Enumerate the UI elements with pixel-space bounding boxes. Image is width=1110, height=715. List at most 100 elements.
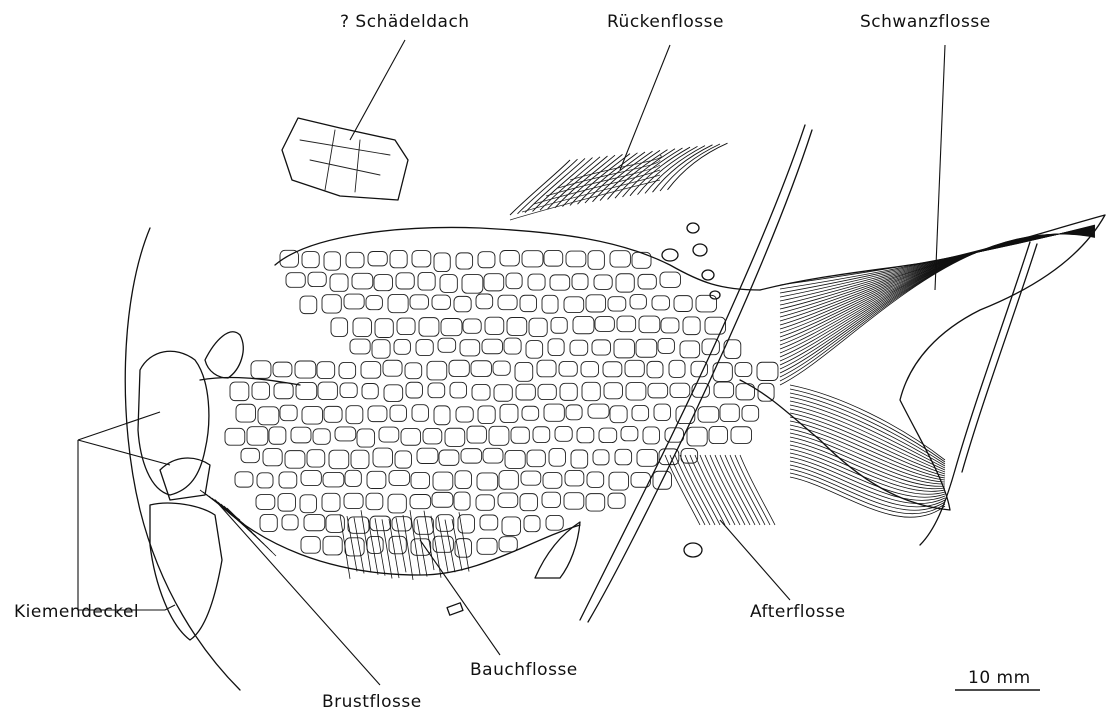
- body-scale: [428, 383, 445, 398]
- body-scale: [396, 273, 414, 289]
- body-scale: [247, 427, 268, 445]
- body-scale: [390, 250, 407, 267]
- body-scale: [610, 251, 630, 267]
- body-scale: [480, 515, 498, 530]
- body-scale: [436, 515, 454, 532]
- body-scale: [345, 538, 364, 556]
- body-scale: [564, 297, 584, 313]
- body-scale: [537, 360, 556, 377]
- body-scale: [348, 517, 369, 533]
- body-scale: [440, 275, 457, 293]
- body-scale: [522, 251, 543, 267]
- body-scale: [235, 472, 253, 487]
- body-scale: [630, 295, 646, 309]
- body-scale: [335, 427, 356, 441]
- body-scale: [263, 449, 282, 466]
- body-scale: [551, 317, 567, 333]
- body-scale: [592, 340, 610, 355]
- body-scale: [285, 451, 305, 469]
- body-scale: [687, 427, 707, 446]
- body-scale: [505, 450, 525, 468]
- dorsal-fin-ray: [518, 159, 578, 214]
- body-scale: [353, 318, 371, 337]
- body-scale: [322, 295, 341, 313]
- body-scale: [522, 406, 539, 420]
- scale-bar: 10 mm: [955, 668, 1040, 690]
- body-scale: [599, 428, 617, 443]
- body-scale: [366, 296, 382, 310]
- body-scale: [632, 252, 651, 268]
- body-scale: [593, 450, 609, 465]
- caudal-fin: [740, 215, 1105, 517]
- body-scale: [616, 274, 634, 292]
- body-scale: [714, 382, 734, 398]
- body-scale: [260, 514, 277, 531]
- body-scale: [374, 275, 392, 291]
- body-scale: [594, 275, 612, 289]
- body-scale: [638, 274, 656, 289]
- body-scale: [427, 361, 447, 380]
- body-scale: [543, 473, 562, 489]
- body-scale: [339, 362, 356, 378]
- body-scale: [388, 294, 408, 312]
- body-scale: [713, 363, 732, 382]
- body-scale: [269, 427, 286, 444]
- caudal-fin-ray: [780, 234, 1095, 369]
- body-scale: [608, 297, 626, 311]
- body-scale: [565, 470, 584, 485]
- body-scale: [587, 472, 604, 487]
- body-scale: [236, 404, 256, 422]
- body-scale: [252, 382, 270, 399]
- body-scale: [482, 339, 503, 354]
- body-scale: [669, 360, 685, 377]
- body-scale: [392, 517, 411, 531]
- body-scale: [406, 382, 422, 398]
- body-scale: [331, 318, 348, 336]
- body-scale: [384, 385, 403, 402]
- dorsal-fin-ray: [668, 143, 728, 190]
- body-scale: [604, 383, 622, 399]
- body-scale: [274, 383, 293, 399]
- body-scale: [350, 339, 370, 354]
- body-scale: [516, 384, 535, 400]
- body-scale: [647, 361, 663, 377]
- body-scale: [417, 448, 438, 463]
- pectoral-fin-ray: [227, 508, 276, 556]
- body-scale: [308, 272, 326, 286]
- body-scale: [548, 339, 564, 356]
- caudal-fin-ray: [780, 234, 1095, 361]
- body-scale: [643, 427, 659, 444]
- body-scale: [696, 295, 717, 312]
- body-scale: [304, 515, 325, 531]
- body-scale: [566, 251, 586, 267]
- body-scale: [471, 361, 491, 377]
- body-scale: [608, 493, 625, 508]
- crack-line-1: [580, 125, 812, 622]
- body-scale: [507, 318, 527, 336]
- body-scale: [683, 317, 700, 335]
- body-scale: [467, 426, 486, 443]
- body-scale: [637, 450, 658, 467]
- anal-fin-ray: [740, 455, 775, 525]
- body-scale: [323, 536, 342, 555]
- body-scale: [302, 407, 323, 424]
- body-scale: [680, 341, 700, 358]
- body-scale: [300, 296, 317, 314]
- body-scale: [506, 273, 522, 289]
- body-scale: [300, 495, 316, 513]
- body-scale: [542, 295, 558, 313]
- body-scale: [735, 363, 752, 377]
- body-scale: [351, 450, 369, 468]
- body-scale: [313, 429, 330, 445]
- body-scale: [614, 339, 634, 358]
- body-scale: [346, 252, 364, 267]
- dorsal-fin-ray: [540, 157, 600, 210]
- body-scale: [549, 448, 565, 466]
- body-scale: [499, 537, 517, 552]
- body-scale: [524, 516, 540, 532]
- body-scale: [582, 382, 600, 400]
- body-scale: [368, 251, 387, 265]
- body-scale: [615, 449, 632, 465]
- body-scale: [538, 384, 556, 399]
